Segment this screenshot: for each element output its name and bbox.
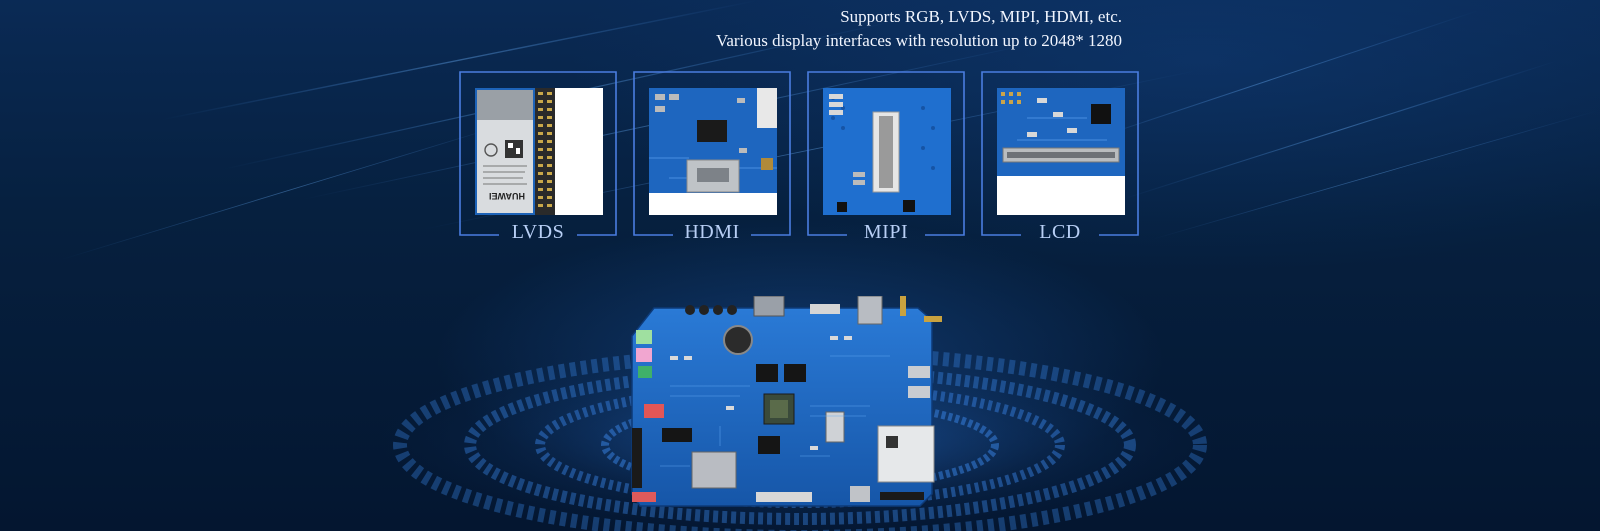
tile-hdmi: HDMI [633, 71, 791, 243]
headline-line-2: Various display interfaces with resoluti… [715, 31, 1122, 50]
hdmi-photo [649, 88, 777, 215]
lcd-photo [997, 88, 1125, 215]
tile-label: LCD [981, 220, 1139, 244]
tile-frame [633, 71, 791, 236]
development-board-image [631, 296, 942, 507]
mipi-label: MIPI [863, 221, 909, 243]
tile-lcd: LCD [981, 71, 1139, 243]
tile-frame [807, 71, 965, 236]
hdmi-label: HDMI [684, 221, 740, 243]
headline: Supports RGB, LVDS, MIPI, HDMI, etc. Var… [716, 6, 1122, 52]
lcd-label: LCD [1039, 221, 1081, 243]
tile-frame [981, 71, 1139, 236]
lvds-label: LVDS [511, 221, 565, 243]
headline-line-1: Supports RGB, LVDS, MIPI, HDMI, etc. [840, 7, 1122, 26]
tile-frame [459, 71, 617, 236]
tile-lvds: HUAWEI LVDS [459, 71, 617, 243]
mipi-image [823, 88, 951, 215]
mipi-photo [823, 88, 951, 215]
tile-label: HDMI [633, 220, 791, 244]
module-brand-text: HUAWEI [489, 191, 525, 201]
lvds-image [475, 88, 603, 215]
lvds-photo: HUAWEI [475, 88, 603, 215]
tile-label: MIPI [807, 220, 965, 244]
lcd-image [997, 88, 1125, 215]
tile-label: LVDS [459, 220, 617, 244]
tile-mipi: MIPI [807, 71, 965, 243]
hdmi-image [649, 88, 777, 215]
